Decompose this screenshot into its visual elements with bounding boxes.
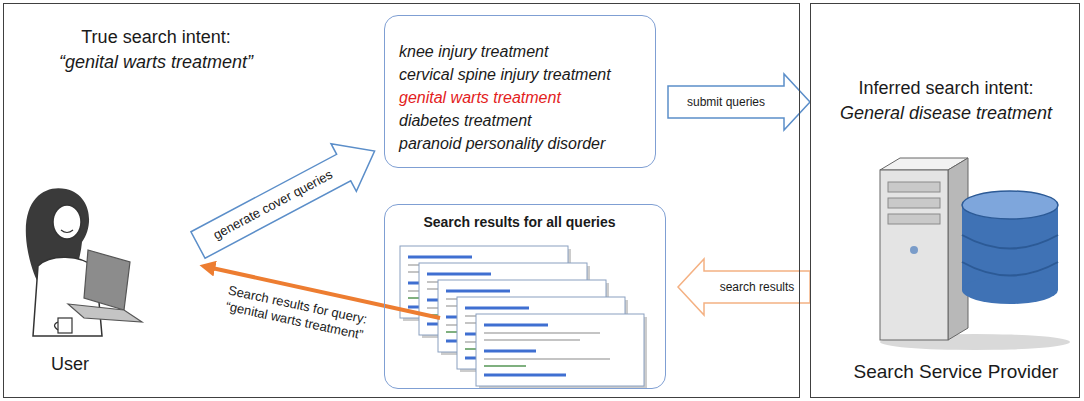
database-top: [962, 191, 1058, 219]
drive-bay: [888, 198, 940, 208]
drive-bay: [888, 182, 940, 192]
user-face: [53, 205, 81, 239]
block-arrow: [678, 259, 810, 315]
query-box: knee injury treatmentcervical spine inju…: [384, 15, 656, 168]
actor-label: User: [51, 353, 89, 376]
power-button: [910, 246, 918, 254]
laptop-base: [68, 304, 142, 322]
database-bottom: [962, 276, 1058, 304]
block-arrow: [185, 127, 387, 269]
intent-heading: Inferred search intent:: [821, 77, 1071, 100]
intent-heading: True search intent:: [26, 26, 286, 49]
query-item: genital warts treatment: [399, 86, 561, 109]
block-arrow: [668, 74, 810, 130]
coffee-mug: [58, 318, 72, 333]
user-smile: [61, 230, 73, 233]
arrow-label: Search results for query: “genital warts…: [209, 279, 384, 346]
query-item: paranoid personality disorder: [399, 132, 605, 155]
query-item: knee injury treatment: [399, 40, 548, 63]
arrow-label: generate cover queries: [211, 167, 336, 244]
database-band: [962, 235, 1058, 249]
query-item: cervical spine injury treatment: [399, 63, 611, 86]
server-figure: [880, 158, 1070, 350]
database-band: [962, 262, 1058, 276]
drive-bay: [888, 214, 940, 224]
mug-handle: [55, 322, 59, 330]
provider-panel: Inferred search intent:General disease t…: [810, 3, 1080, 398]
results-box: Search results for all queries: [384, 204, 666, 389]
actor-label: Search Service Provider: [831, 360, 1081, 384]
user-figure: [26, 188, 142, 336]
result-page: [476, 314, 647, 389]
intent-value: “genital warts treatment”: [26, 51, 286, 74]
box-heading: Search results for all queries: [385, 213, 654, 231]
intent-value: General disease treatment: [821, 102, 1071, 125]
user-panel: True search intent:“genital warts treatm…: [3, 3, 800, 398]
laptop-screen: [84, 250, 130, 310]
cover-queries-arrow: [185, 127, 387, 269]
query-item: diabetes treatment: [399, 109, 532, 132]
arrow-label: submit queries: [687, 95, 765, 109]
tower-front: [880, 170, 948, 340]
arrow-label: search results: [720, 280, 795, 294]
